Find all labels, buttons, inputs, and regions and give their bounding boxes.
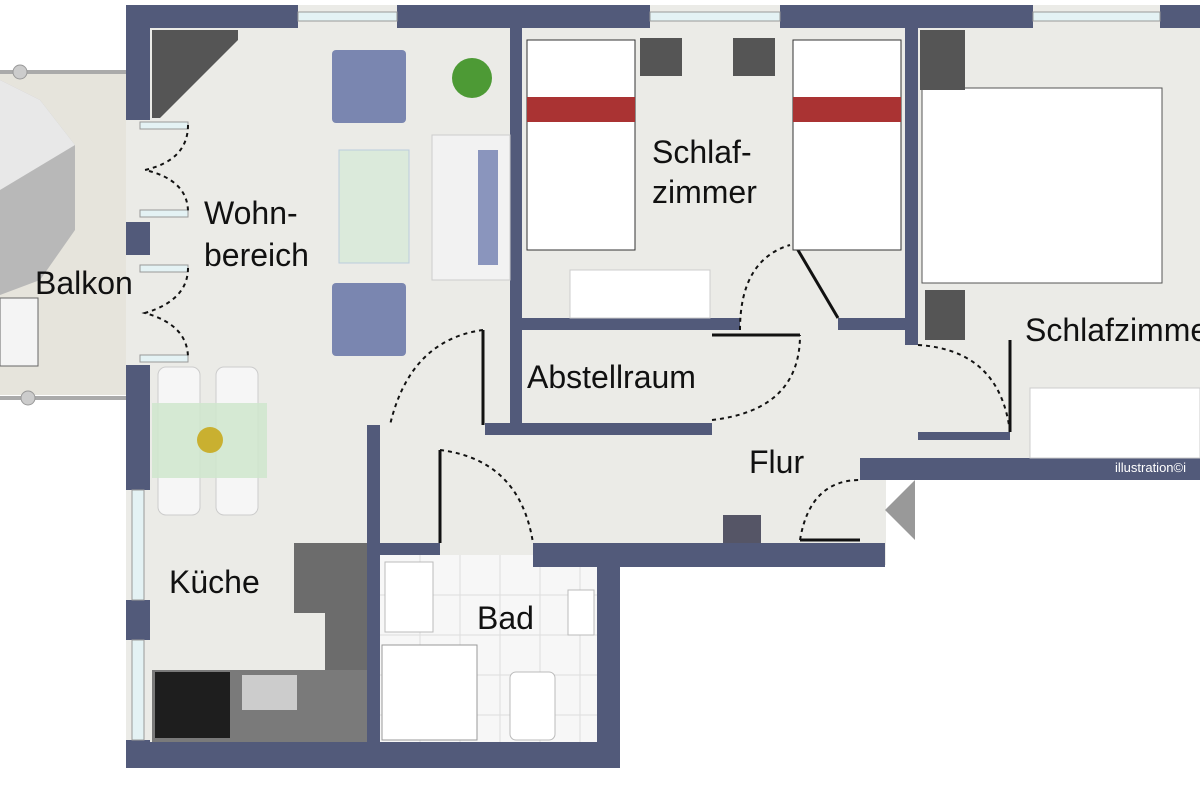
furniture [152,30,1200,742]
bed-icon [526,39,636,251]
kitchen-counter [294,543,367,613]
balcony [0,64,126,406]
armchair-icon [332,50,406,123]
wardrobe-icon [569,269,711,319]
towel-rack-icon [567,589,595,636]
shower-icon [381,644,478,741]
room-label-wohnbereich-2: bereich [204,237,309,273]
room-label-schlafzimmer-2: Schlafzimmer [1025,312,1200,348]
door-leaves [438,244,1012,543]
sink-icon [242,675,297,710]
wardrobe-icon [1029,387,1200,459]
nightstand-icon [925,290,965,340]
walls [126,5,1200,768]
lounger-icon [0,297,39,367]
tv-cabinet-icon [152,30,238,118]
double-bed-icon [921,87,1163,284]
door-swings [141,124,1011,544]
armchair-icon [332,283,406,356]
bed-icon [792,39,902,251]
plant-icon [452,58,492,98]
room-label-flur: Flur [749,444,805,480]
room-label-balkon: Balkon [35,265,133,301]
windows [131,11,1161,741]
nightstand-icon [640,38,682,76]
room-label-wohnbereich-1: Wohn- [204,195,298,231]
room-label-abstellraum: Abstellraum [527,359,696,395]
nightstand-icon [733,38,775,76]
room-label-kueche: Küche [169,564,260,600]
washbasin-icon [384,561,434,633]
entrance-arrow-icon [885,480,915,540]
room-label-schlafzimmer-1b: zimmer [652,174,757,210]
fruit-bowl-icon [197,427,223,453]
sofa-icon [431,134,511,281]
coffee-table-icon [338,149,410,264]
watermark: illustration©i [1115,460,1186,475]
room-label-bad: Bad [477,600,534,636]
room-label-schlafzimmer-1a: Schlaf- [652,134,752,170]
stove-icon [155,672,230,738]
nightstand-icon [920,30,965,90]
shoe-rack-icon [723,515,761,543]
toilet-icon [509,671,556,741]
